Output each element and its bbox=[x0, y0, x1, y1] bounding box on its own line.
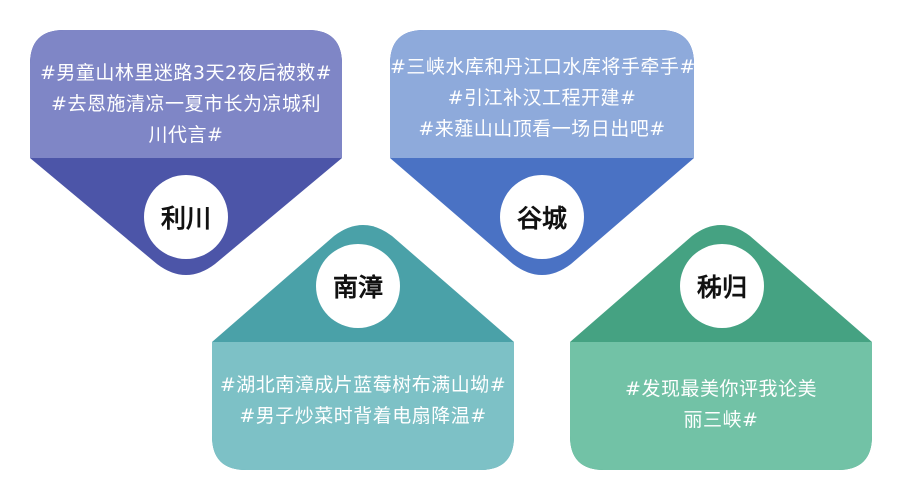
city-label-lichuan: 利川 bbox=[144, 175, 228, 259]
card-gucheng-text: #三峡水库和丹江口水库将手牵手# #引江补汉工程开建# #来薤山山顶看一场日出吧… bbox=[390, 52, 696, 145]
hashtag-line: #发现最美你评我论美 bbox=[625, 378, 817, 400]
card-gucheng-shape bbox=[390, 30, 694, 275]
city-label-gucheng: 谷城 bbox=[500, 175, 584, 259]
card-nanzhang-shape bbox=[212, 225, 514, 470]
hashtag-line: #男童山林里迷路3天2夜后被救# bbox=[39, 62, 333, 84]
hashtag-line: #去恩施清凉一夏市长为凉城利 bbox=[51, 93, 321, 115]
hashtag-line: 川代言# bbox=[148, 124, 224, 146]
hashtag-line: #三峡水库和丹江口水库将手牵手# bbox=[390, 56, 696, 78]
card-zigui: 秭归 #发现最美你评我论美 丽三峡# bbox=[570, 222, 872, 470]
card-zigui-shape bbox=[570, 225, 872, 470]
card-nanzhang-text: #湖北南漳成片蓝莓树布满山坳# #男子炒菜时背着电扇降温# bbox=[212, 370, 514, 432]
hashtag-line: #引江补汉工程开建# bbox=[447, 87, 637, 109]
card-zigui-text: #发现最美你评我论美 丽三峡# bbox=[570, 374, 872, 436]
card-lichuan: #男童山林里迷路3天2夜后被救# #去恩施清凉一夏市长为凉城利 川代言# 利川 bbox=[30, 30, 342, 278]
hashtag-line: #湖北南漳成片蓝莓树布满山坳# bbox=[219, 374, 507, 396]
card-lichuan-text: #男童山林里迷路3天2夜后被救# #去恩施清凉一夏市长为凉城利 川代言# bbox=[30, 58, 342, 151]
card-gucheng: #三峡水库和丹江口水库将手牵手# #引江补汉工程开建# #来薤山山顶看一场日出吧… bbox=[390, 30, 696, 278]
card-nanzhang: 南漳 #湖北南漳成片蓝莓树布满山坳# #男子炒菜时背着电扇降温# bbox=[212, 222, 514, 470]
card-lichuan-shape bbox=[30, 30, 342, 275]
city-label-nanzhang: 南漳 bbox=[316, 244, 400, 328]
city-label-zigui: 秭归 bbox=[680, 244, 764, 328]
hashtag-line: #来薤山山顶看一场日出吧# bbox=[418, 118, 666, 140]
hashtag-line: #男子炒菜时背着电扇降温# bbox=[239, 405, 487, 427]
hashtag-line: 丽三峡# bbox=[683, 409, 759, 431]
